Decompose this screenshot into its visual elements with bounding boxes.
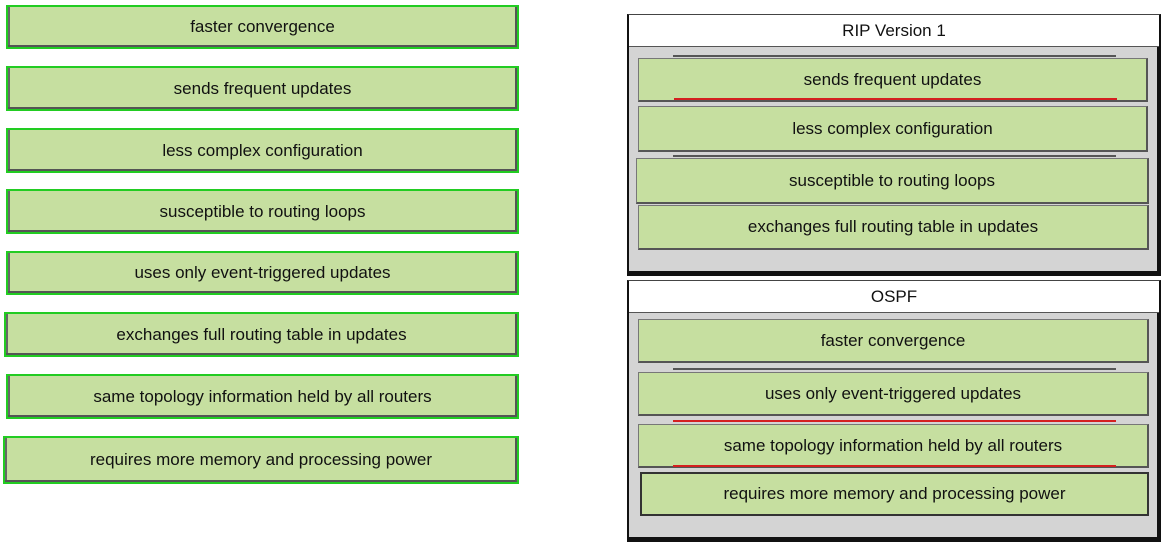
option-item[interactable]: faster convergence [6,5,519,49]
option-item[interactable]: less complex configuration [6,128,519,173]
option-item[interactable]: requires more memory and processing powe… [3,436,519,484]
drop-slot[interactable]: exchanges full routing table in updates [638,205,1149,250]
option-item[interactable]: same topology information held by all ro… [6,374,519,419]
drop-slot[interactable]: same topology information held by all ro… [638,424,1149,468]
option-item[interactable]: exchanges full routing table in updates [4,312,519,357]
slot-divider [673,155,1116,157]
panel-title: RIP Version 1 [629,15,1159,47]
drop-slot[interactable]: uses only event-triggered updates [638,372,1149,416]
panel-title: OSPF [629,281,1159,313]
drop-marker [673,465,1116,467]
drop-slot[interactable]: requires more memory and processing powe… [640,472,1149,516]
drop-marker [674,98,1117,100]
slot-divider [673,368,1116,370]
drop-slot[interactable]: less complex configuration [638,106,1148,152]
drop-slot[interactable]: faster convergence [638,319,1149,363]
option-item[interactable]: susceptible to routing loops [6,189,519,234]
option-item[interactable]: sends frequent updates [6,66,519,111]
option-item[interactable]: uses only event-triggered updates [6,251,519,295]
ospf-target-panel: OSPF faster convergence uses only event-… [627,280,1161,542]
drop-slot[interactable]: sends frequent updates [638,58,1148,102]
drop-slot[interactable]: susceptible to routing loops [636,158,1149,204]
rip-v1-target-panel: RIP Version 1 sends frequent updates les… [627,14,1161,276]
drop-marker [673,420,1116,422]
slot-divider [673,55,1116,57]
